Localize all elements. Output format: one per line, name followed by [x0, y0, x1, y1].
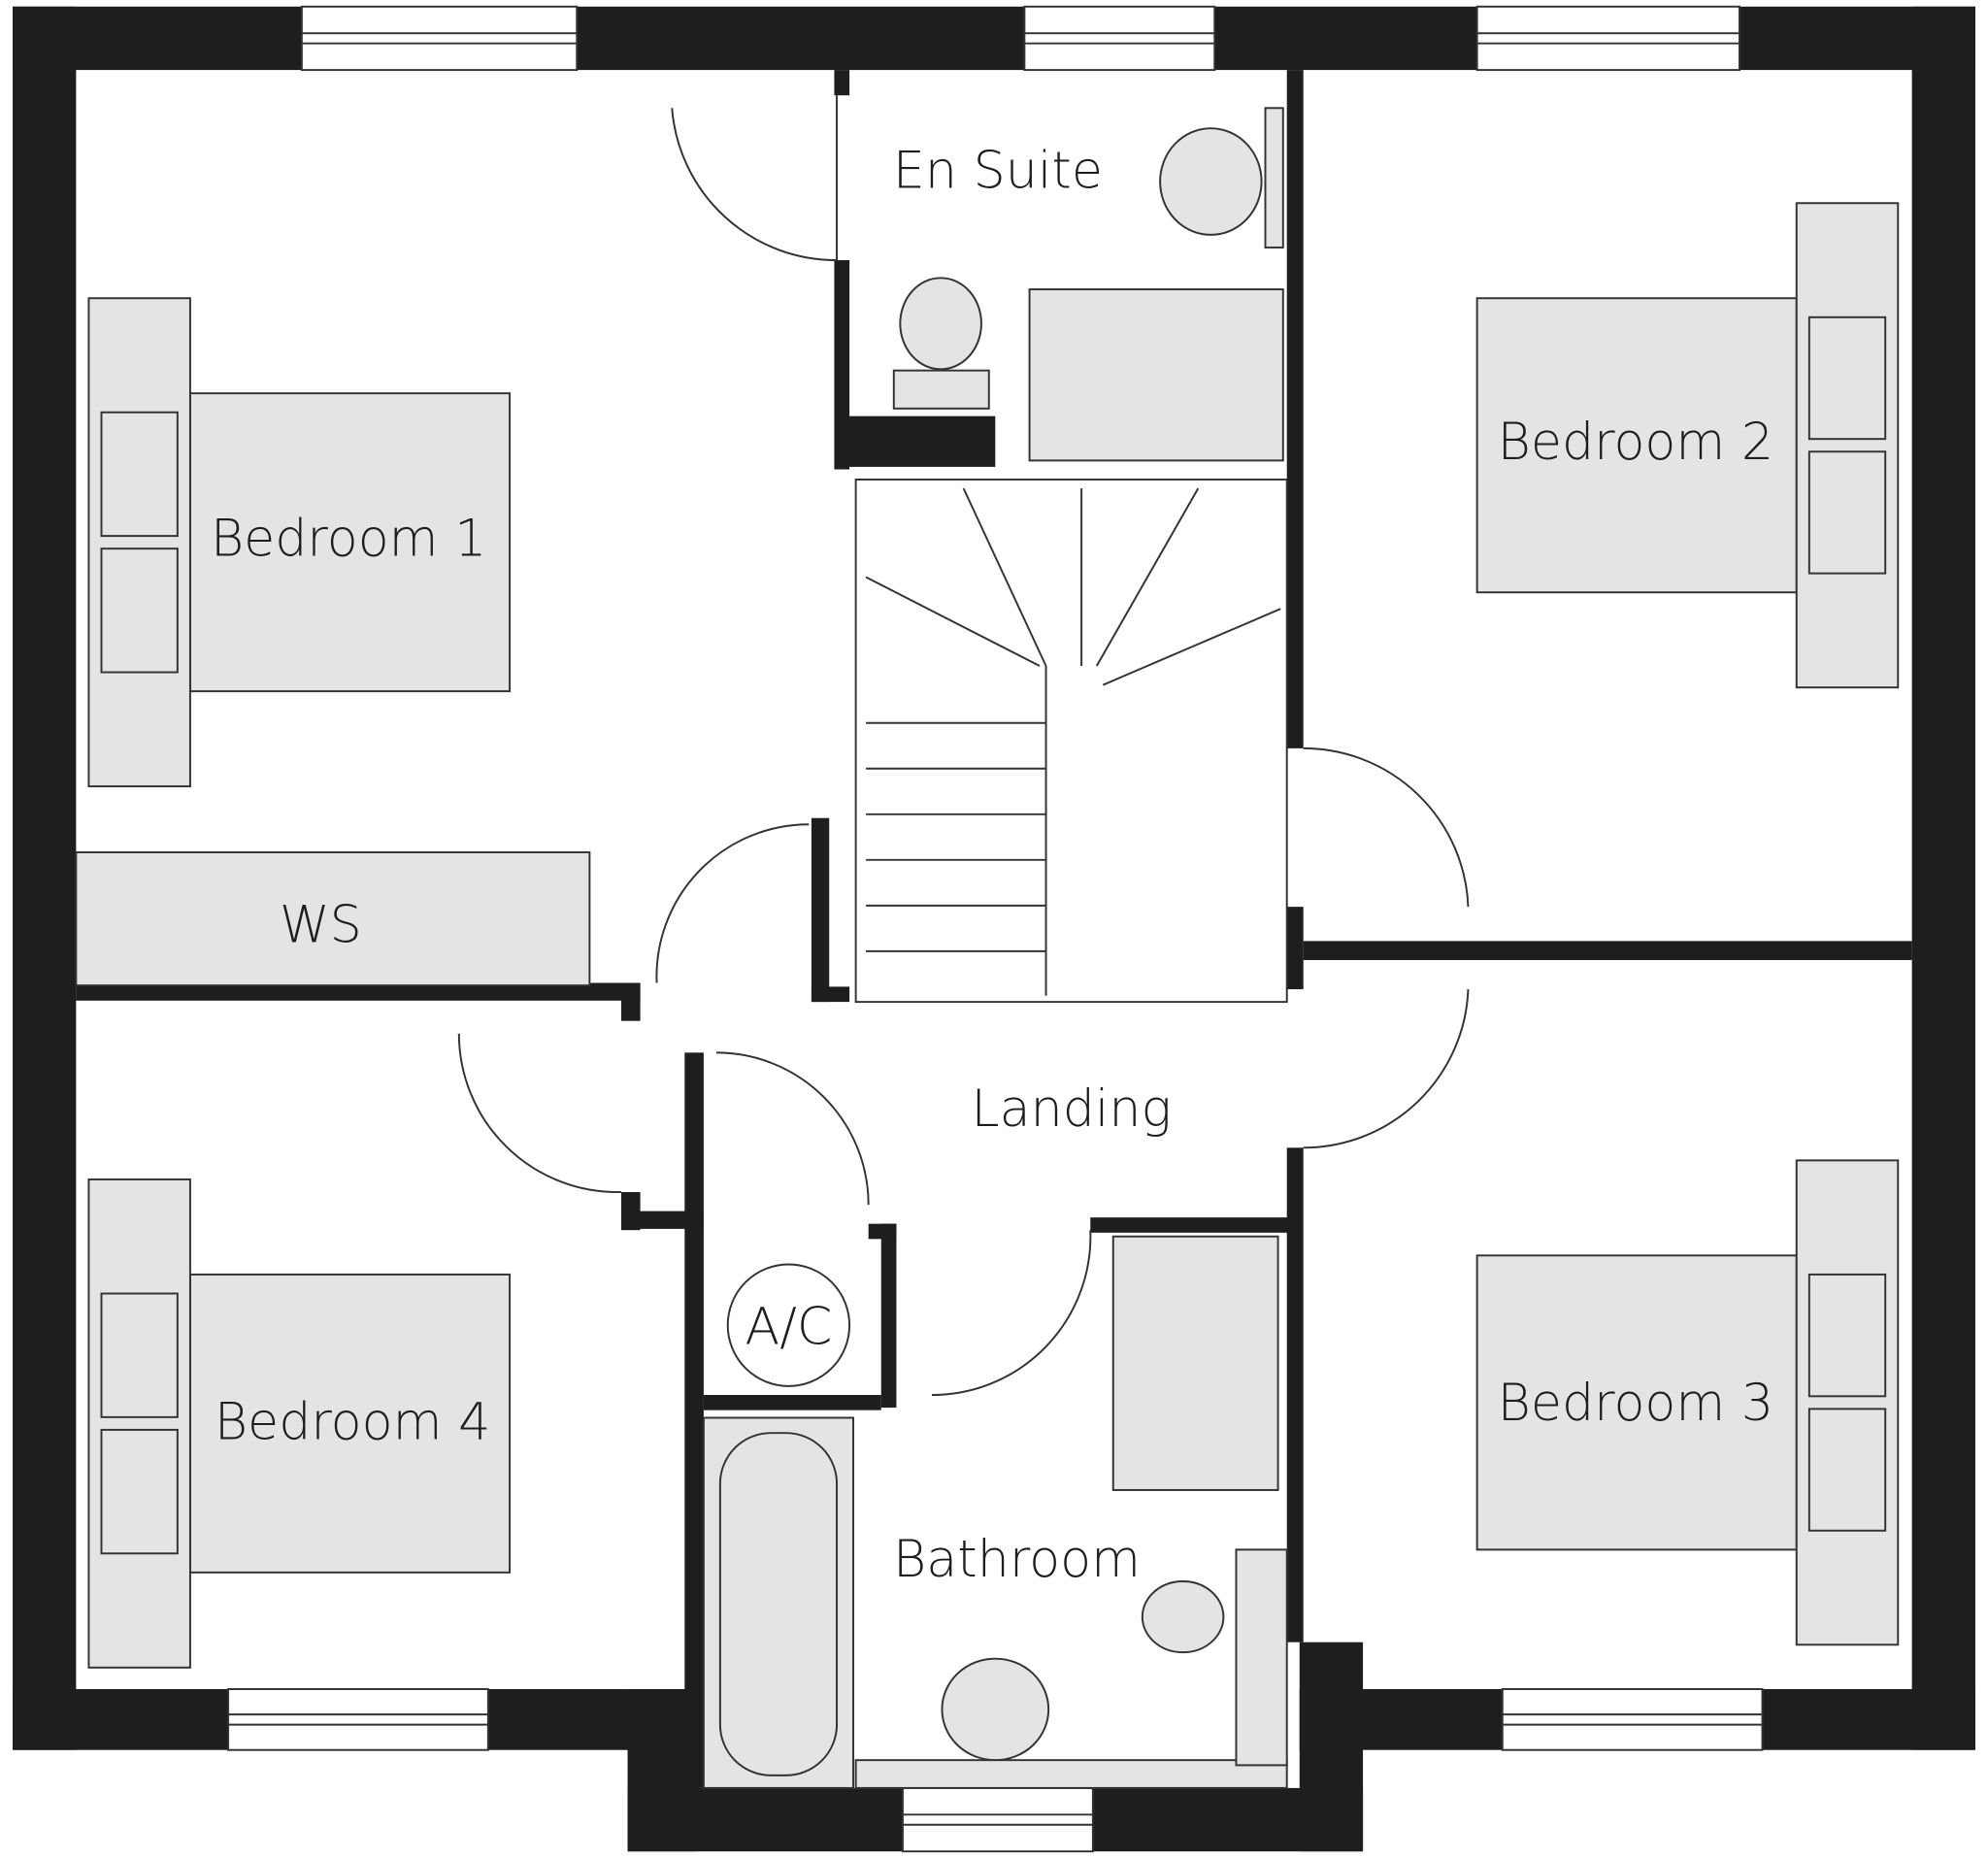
door-bedroom-3: [1303, 989, 1470, 1149]
wall-bedroom2-bedroom3: [1303, 941, 1912, 960]
bath: [702, 1416, 854, 1789]
bathroom-shelf: [854, 1759, 1288, 1789]
right-wall: [1911, 6, 1975, 1750]
door-bedroom-4: [457, 1033, 622, 1194]
bed-bedroom-1-nightstands: [87, 297, 191, 788]
basin-bathroom: [941, 1657, 1050, 1762]
stair-winder: [962, 487, 1047, 667]
wall-stair-base: [811, 986, 850, 1003]
shower-tray: [1028, 288, 1284, 462]
room-label-wardrobe: WS: [280, 897, 362, 955]
basin-en-suite: [1159, 127, 1263, 236]
basin-counter: [1264, 107, 1284, 249]
room-label-bedroom-2: Bedroom 2: [1498, 414, 1773, 472]
bed-bedroom-2-nightstands: [1795, 202, 1900, 689]
wall-stub: [621, 982, 641, 1021]
stair-enclosure: [854, 479, 1288, 1004]
window-bathroom: [901, 1786, 1094, 1853]
wall-bathroom-top: [1090, 1217, 1300, 1233]
wall-bedroom2-door: [1286, 907, 1304, 990]
window-bedroom-4: [227, 1688, 489, 1751]
window-bedroom-3: [1501, 1688, 1764, 1751]
stair-winder: [865, 576, 1041, 667]
toilet-en-suite: [899, 277, 982, 371]
wall-ensuite-duct: [846, 415, 996, 467]
wall-bedroom1-bedroom4: [76, 982, 641, 1001]
bathroom-shower: [1111, 1235, 1279, 1491]
bed-bedroom-4-pillow: [100, 1292, 179, 1418]
window-en-suite: [1023, 5, 1216, 72]
door-bedroom-1: [655, 823, 810, 983]
wall-ensuite-right: [1286, 70, 1304, 748]
cistern-en-suite: [892, 369, 990, 410]
bed-bedroom-2-pillow: [1807, 450, 1887, 575]
bed-bedroom-3-pillow: [1807, 1408, 1887, 1532]
wall-bedroom3-left: [1286, 1147, 1304, 1642]
stair-winder: [1102, 608, 1281, 686]
window-bedroom-1: [300, 5, 579, 72]
bed-bedroom-4: [188, 1273, 512, 1574]
bed-bedroom-3-nightstands: [1795, 1159, 1900, 1646]
stair-winder: [1095, 487, 1200, 667]
bath-basin: [718, 1432, 839, 1776]
boxing: [1235, 1548, 1288, 1767]
bed-bedroom-1-pillow: [100, 411, 179, 538]
room-label-airing-cupboard: A/C: [746, 1299, 833, 1357]
bed-bedroom-2-pillow: [1807, 315, 1887, 441]
left-wall: [13, 6, 77, 1750]
room-label-bathroom: Bathroom: [893, 1531, 1141, 1589]
room-label-en-suite: En Suite: [893, 143, 1103, 201]
room-label-bedroom-1: Bedroom 1: [211, 510, 486, 568]
wall-ac-top: [868, 1223, 897, 1240]
bed-bedroom-4-nightstands: [87, 1178, 191, 1669]
toilet-bathroom: [1141, 1580, 1225, 1654]
wall-ensuite-left: [834, 260, 850, 470]
bed-bedroom-4-pillow: [100, 1428, 179, 1555]
room-label-bedroom-4: Bedroom 4: [215, 1394, 490, 1452]
bed-bedroom-3-pillow: [1807, 1273, 1887, 1398]
wall-ensuite-top: [834, 70, 850, 96]
bed-bedroom-1-pillow: [100, 547, 179, 674]
wall-ac-bottom: [703, 1395, 881, 1410]
wardrobe: [75, 851, 591, 987]
wall-ac-right: [880, 1223, 897, 1409]
bed-bedroom-1: [188, 392, 512, 693]
airing-cupboard-circle: [726, 1263, 851, 1387]
room-label-landing: Landing: [972, 1080, 1172, 1139]
bed-bedroom-3: [1475, 1254, 1798, 1551]
wall-bedroom4-ac: [621, 1211, 704, 1229]
window-bedroom-2: [1475, 5, 1740, 72]
wall-ac-left: [684, 1052, 704, 1788]
bed-bedroom-2: [1475, 297, 1798, 594]
bump-right-wall: [1299, 1642, 1364, 1852]
door-bedroom-2: [1303, 747, 1470, 908]
door-bathroom: [931, 1230, 1092, 1396]
wall-stair-left: [811, 817, 830, 1003]
door-airing-cupboard: [715, 1051, 870, 1206]
room-label-bedroom-3: Bedroom 3: [1498, 1375, 1773, 1433]
door-en-suite: [671, 95, 839, 262]
